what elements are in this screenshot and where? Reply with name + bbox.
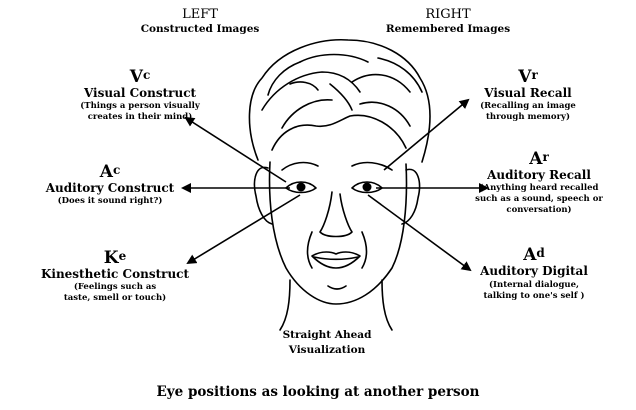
eye-direction-arrows [181, 98, 489, 272]
desc-auditory-recall: (Anything heard recalled such as a sound… [475, 183, 603, 215]
label-kinesthetic-construct: Ke Kinesthetic Construct (Feelings such … [40, 249, 190, 304]
arrow-visual-recall [383, 98, 470, 171]
right-title: RIGHT [425, 7, 471, 22]
eye-left [285, 181, 317, 194]
desc-visual-recall: (Recalling an image through memory) [480, 101, 576, 122]
face-side-left [268, 161, 408, 305]
code-auditory-construct: Ac [99, 162, 121, 182]
label-auditory-construct: Ac Auditory Construct (Does it sound rig… [45, 163, 175, 207]
name-auditory-digital: Auditory Digital [480, 264, 588, 278]
name-auditory-construct: Auditory Construct [45, 181, 175, 195]
arrow-visual-construct [184, 116, 287, 183]
hair-outline [248, 39, 431, 163]
label-auditory-recall: Ar Auditory Recall (Anything heard recal… [464, 150, 614, 216]
desc-visual-construct: (Things a person visually creates in the… [80, 101, 200, 122]
name-visual-construct: Visual Construct [83, 86, 197, 100]
eyebrow-left [281, 161, 319, 171]
desc-kinesthetic-construct: (Feelings such as taste, smell or touch) [63, 282, 167, 303]
left-subtitle: Constructed Images [140, 23, 260, 35]
ear-left [253, 166, 273, 225]
name-auditory-recall: Auditory Recall [487, 168, 591, 182]
pupils [296, 182, 372, 192]
mouth [311, 251, 361, 269]
desc-auditory-construct: (Does it sound right?) [57, 196, 163, 206]
ear-right [401, 168, 421, 225]
label-visual-recall: Vr Visual Recall (Recalling an image thr… [458, 68, 598, 123]
label-visual-construct: Vc Visual Construct (Things a person vis… [55, 68, 225, 123]
code-visual-construct: Vc [129, 67, 151, 87]
eyebrow-right [351, 161, 393, 171]
desc-auditory-digital: (Internal dialogue, talking to one's sel… [483, 280, 585, 301]
face-drawing [248, 39, 431, 331]
right-subtitle: Remembered Images [385, 23, 511, 35]
code-auditory-digital: Ad [523, 245, 545, 265]
nose [319, 191, 353, 238]
code-auditory-recall: Ar [529, 149, 549, 169]
code-kinesthetic-construct: Ke [103, 248, 127, 268]
left-title: LEFT [182, 7, 218, 22]
name-visual-recall: Visual Recall [484, 86, 572, 100]
code-visual-recall: Vr [518, 67, 538, 87]
caption: Eye positions as looking at another pers… [156, 384, 480, 400]
label-auditory-digital: Ad Auditory Digital (Internal dialogue, … [464, 246, 604, 302]
name-kinesthetic-construct: Kinesthetic Construct [40, 267, 190, 281]
arrow-kinesthetic-construct [186, 194, 301, 265]
neck [279, 279, 291, 331]
arrow-auditory-digital [367, 194, 472, 272]
center-label: Straight Ahead Visualization [282, 329, 372, 356]
